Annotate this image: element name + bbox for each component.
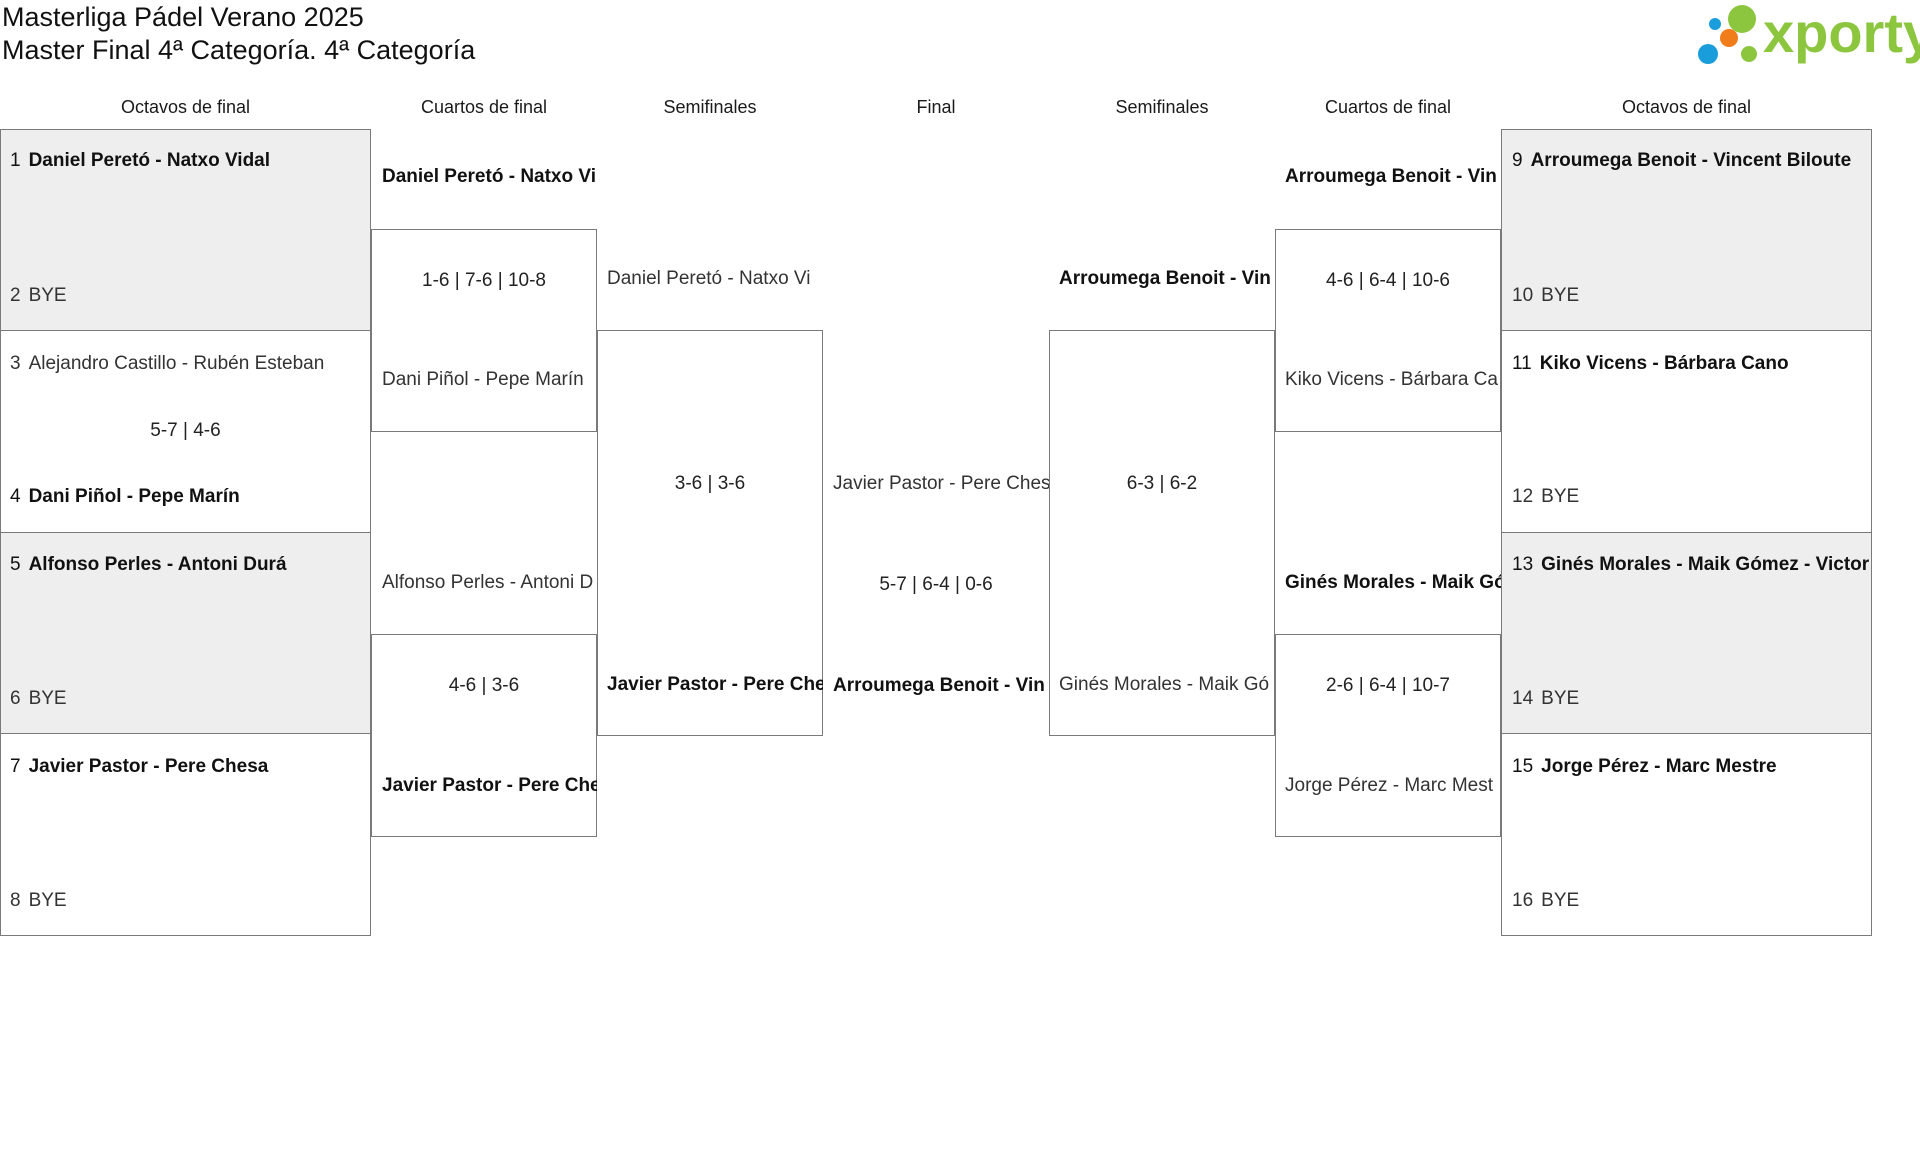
seed-number: 15 <box>1512 756 1534 777</box>
logo-dot-blue-small <box>1709 18 1721 30</box>
match-box-qf-left-2[interactable] <box>371 634 597 837</box>
match-box-qf-left-1[interactable] <box>371 229 597 432</box>
seed-number: 6 <box>10 688 21 709</box>
round-header-right-sf: Semifinales <box>1115 97 1209 117</box>
team-label: BYE <box>1541 890 1580 911</box>
team-name: 10 BYE <box>1512 284 1870 308</box>
seed-number: 10 <box>1512 285 1534 306</box>
team-name: 13 Ginés Morales - Maik Gómez - Victor C <box>1512 553 1870 577</box>
team-label: BYE <box>28 688 67 709</box>
team-name: Daniel Peretó - Natxo Vi <box>607 268 811 289</box>
seed-number: 9 <box>1512 150 1523 171</box>
team-name: Alfonso Perles - Antoni D <box>382 572 594 593</box>
round-header-left-qf: Cuartos de final <box>420 97 548 117</box>
team-name: Arroumega Benoit - Vin <box>1059 268 1271 289</box>
team-label: BYE <box>1541 486 1580 507</box>
team-name: Daniel Peretó - Natxo Vi <box>382 166 596 187</box>
seed-number: 4 <box>10 486 21 507</box>
team-name: Javier Pastor - Pere Ches <box>833 473 1049 494</box>
match-box-r16-right-4[interactable] <box>1501 733 1872 936</box>
match-score: 4-6 | 6-4 | 10-6 <box>1326 270 1450 291</box>
team-name: 12 BYE <box>1512 485 1870 509</box>
round-header-right-qf: Cuartos de final <box>1324 97 1452 117</box>
team-name: Javier Pastor - Pere Che <box>382 775 597 796</box>
match-box-qf-right-2[interactable] <box>1275 634 1501 837</box>
match-score: 6-3 | 6-2 <box>1126 473 1198 494</box>
round-header-left-r16: Octavos de final <box>120 97 251 117</box>
seed-number: 14 <box>1512 688 1534 709</box>
match-score: 1-6 | 7-6 | 10-8 <box>422 270 546 291</box>
team-name: Arroumega Benoit - Vin <box>1285 166 1497 187</box>
team-name: Javier Pastor - Pere Che <box>607 674 823 695</box>
team-name: 16 BYE <box>1512 889 1870 913</box>
round-header-final: Final <box>916 97 956 117</box>
tournament-title: Masterliga Pádel Verano 2025 <box>2 2 364 32</box>
team-name: 3 Alejandro Castillo - Rubén Esteban <box>10 352 365 376</box>
seed-number: 13 <box>1512 554 1534 575</box>
team-name: 6 BYE <box>10 687 365 711</box>
seed-number: 1 <box>10 150 21 171</box>
match-score: 4-6 | 3-6 <box>448 675 520 696</box>
match-box-r16-left-4[interactable] <box>0 733 371 936</box>
match-box-r16-right-1[interactable] <box>1501 129 1872 331</box>
seed-number: 5 <box>10 554 21 575</box>
team-name: 9 Arroumega Benoit - Vincent Biloute <box>1512 149 1870 173</box>
match-score: 5-7 | 6-4 | 0-6 <box>879 574 993 595</box>
team-label: BYE <box>28 285 67 306</box>
team-name: 15 Jorge Pérez - Marc Mestre <box>1512 755 1870 779</box>
team-label: Jorge Pérez - Marc Mestre <box>1541 756 1777 777</box>
match-score: 5-7 | 4-6 <box>150 420 221 441</box>
team-name: 2 BYE <box>10 284 365 308</box>
match-box-sf-right[interactable] <box>1049 330 1275 736</box>
match-score: 3-6 | 3-6 <box>674 473 746 494</box>
team-name: 8 BYE <box>10 889 365 913</box>
team-label: Daniel Peretó - Natxo Vidal <box>28 150 271 171</box>
team-label: Alejandro Castillo - Rubén Esteban <box>28 353 325 374</box>
team-label: Alfonso Perles - Antoni Durá <box>28 554 287 575</box>
logo-dot-green <box>1728 5 1756 33</box>
match-box-r16-right-3[interactable] <box>1501 532 1872 734</box>
category-subtitle: Master Final 4ª Categoría. 4ª Categoría <box>2 35 476 65</box>
team-name: Ginés Morales - Maik Gó <box>1285 572 1501 593</box>
team-name: Dani Piñol - Pepe Marín <box>382 369 584 390</box>
round-header-right-r16: Octavos de final <box>1621 97 1752 117</box>
team-label: Dani Piñol - Pepe Marín <box>28 486 240 507</box>
match-score: 2-6 | 6-4 | 10-7 <box>1326 675 1450 696</box>
match-box-qf-right-1[interactable] <box>1275 229 1501 432</box>
seed-number: 12 <box>1512 486 1534 507</box>
logo-wordmark: xporty <box>1763 1 1920 64</box>
seed-number: 11 <box>1512 353 1532 374</box>
xporty-logo: xporty <box>1697 1 1920 68</box>
team-name: 1 Daniel Peretó - Natxo Vidal <box>10 149 365 173</box>
team-name: Jorge Pérez - Marc Mest <box>1285 775 1493 796</box>
team-name: 11 Kiko Vicens - Bárbara Cano <box>1512 352 1870 376</box>
logo-dot-green-small <box>1741 46 1757 62</box>
team-label: Kiko Vicens - Bárbara Cano <box>1539 353 1789 374</box>
match-box-sf-left[interactable] <box>597 330 823 736</box>
team-label: Ginés Morales - Maik Gómez - Victor C <box>1541 554 1870 575</box>
team-label: Arroumega Benoit - Vincent Biloute <box>1530 150 1852 171</box>
seed-number: 2 <box>10 285 21 306</box>
seed-number: 8 <box>10 890 21 911</box>
seed-number: 7 <box>10 756 21 777</box>
seed-number: 3 <box>10 353 21 374</box>
match-box-r16-right-2[interactable] <box>1501 330 1872 533</box>
team-name: 7 Javier Pastor - Pere Chesa <box>10 755 365 779</box>
team-label: Javier Pastor - Pere Chesa <box>28 756 269 777</box>
logo-dot-orange <box>1720 29 1738 47</box>
match-box-r16-left-1[interactable] <box>0 129 371 331</box>
team-label: BYE <box>1541 688 1580 709</box>
team-name: 5 Alfonso Perles - Antoni Durá <box>10 553 365 577</box>
team-label: BYE <box>28 890 67 911</box>
match-box-r16-left-3[interactable] <box>0 532 371 734</box>
team-name: Arroumega Benoit - Vin <box>833 675 1045 696</box>
logo-dot-blue <box>1698 44 1718 64</box>
team-name: 14 BYE <box>1512 687 1870 711</box>
team-name: Kiko Vicens - Bárbara Ca <box>1285 369 1498 390</box>
round-header-left-sf: Semifinales <box>663 97 757 117</box>
team-name: 4 Dani Piñol - Pepe Marín <box>10 485 365 509</box>
team-label: BYE <box>1541 285 1580 306</box>
team-name: Ginés Morales - Maik Gó <box>1059 674 1270 695</box>
seed-number: 16 <box>1512 890 1534 911</box>
